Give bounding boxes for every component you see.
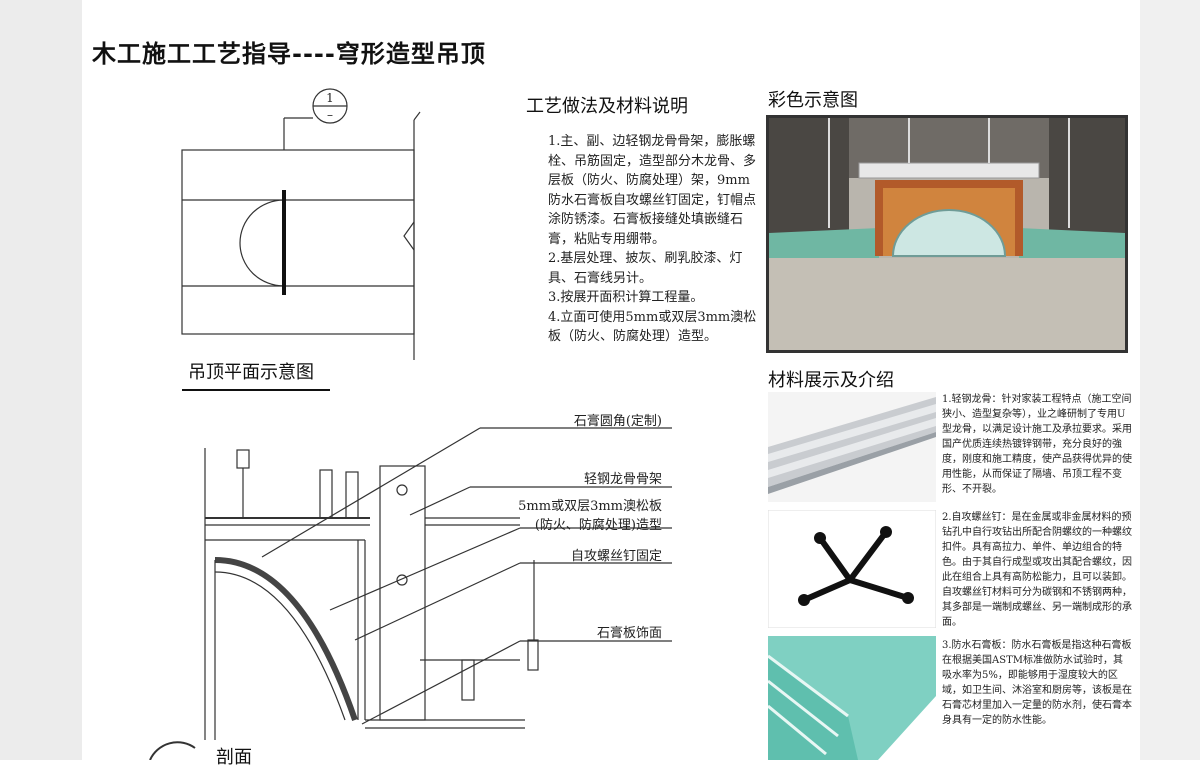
process-item: 3.按展开面积计算工程量。 bbox=[548, 290, 704, 305]
gypsum-board-photo bbox=[768, 636, 936, 760]
render-title: 彩色示意图 bbox=[768, 90, 858, 111]
callout-board-2: (防火、防腐处理)造型 bbox=[534, 518, 662, 533]
callout-board-1: 5mm或双层3mm澳松板 bbox=[518, 499, 662, 514]
callout-gypsum-finish: 石膏板饰面 bbox=[596, 626, 662, 641]
material-desc-screw: 2.自攻螺丝钉：是在金属或非金属材料的预钻孔中自行攻钻出所配合阴螺纹的一种螺纹扣… bbox=[942, 512, 1132, 628]
page-title: 木工施工工艺指导----穹形造型吊顶 bbox=[92, 40, 486, 68]
process-item: 1.主、副、边轻钢龙骨骨架，膨胀螺栓、吊筋固定，造型部分木龙骨、多层板（防火、防… bbox=[548, 134, 757, 247]
process-item: 2.基层处理、披灰、刷乳胶漆、灯具、石膏线另计。 bbox=[548, 251, 743, 286]
callout-gypsum-corner: 石膏圆角(定制) bbox=[573, 414, 662, 429]
section-title: 剖面 bbox=[216, 747, 252, 768]
process-title: 工艺做法及材料说明 bbox=[526, 96, 688, 117]
section-drawing bbox=[149, 427, 672, 760]
color-render-illustration bbox=[766, 115, 1128, 353]
plan-title: 吊顶平面示意图 bbox=[188, 362, 314, 383]
process-item: 4.立面可使用5mm或双层3mm澳松板（防火、防腐处理）造型。 bbox=[548, 309, 757, 345]
page-edge-right bbox=[1140, 0, 1200, 760]
callout-steel-keel: 轻钢龙骨骨架 bbox=[583, 472, 662, 487]
materials-title: 材料展示及介绍 bbox=[768, 370, 894, 391]
ceiling-plan-drawing bbox=[181, 88, 421, 391]
process-description: 1.主、副、边轻钢龙骨骨架，膨胀螺栓、吊筋固定，造型部分木龙骨、多层板（防火、防… bbox=[548, 132, 758, 347]
material-desc-gypsum-board: 3.防水石膏板：防水石膏板是指这种石膏板在根据美国ASTM标准做防水试验时，其吸… bbox=[942, 640, 1132, 726]
screw-photo bbox=[768, 510, 936, 628]
floral-border-left bbox=[0, 0, 82, 760]
plan-marker-sub: – bbox=[327, 108, 333, 122]
material-desc-steel-keel: 1.轻钢龙骨：针对家装工程特点（施工空间狭小、造型复杂等），业之峰研制了专用U型… bbox=[942, 394, 1132, 495]
steel-keel-photo bbox=[768, 392, 936, 502]
callout-screw: 自攻螺丝钉固定 bbox=[570, 549, 662, 564]
plan-marker-number: 1 bbox=[326, 91, 334, 105]
